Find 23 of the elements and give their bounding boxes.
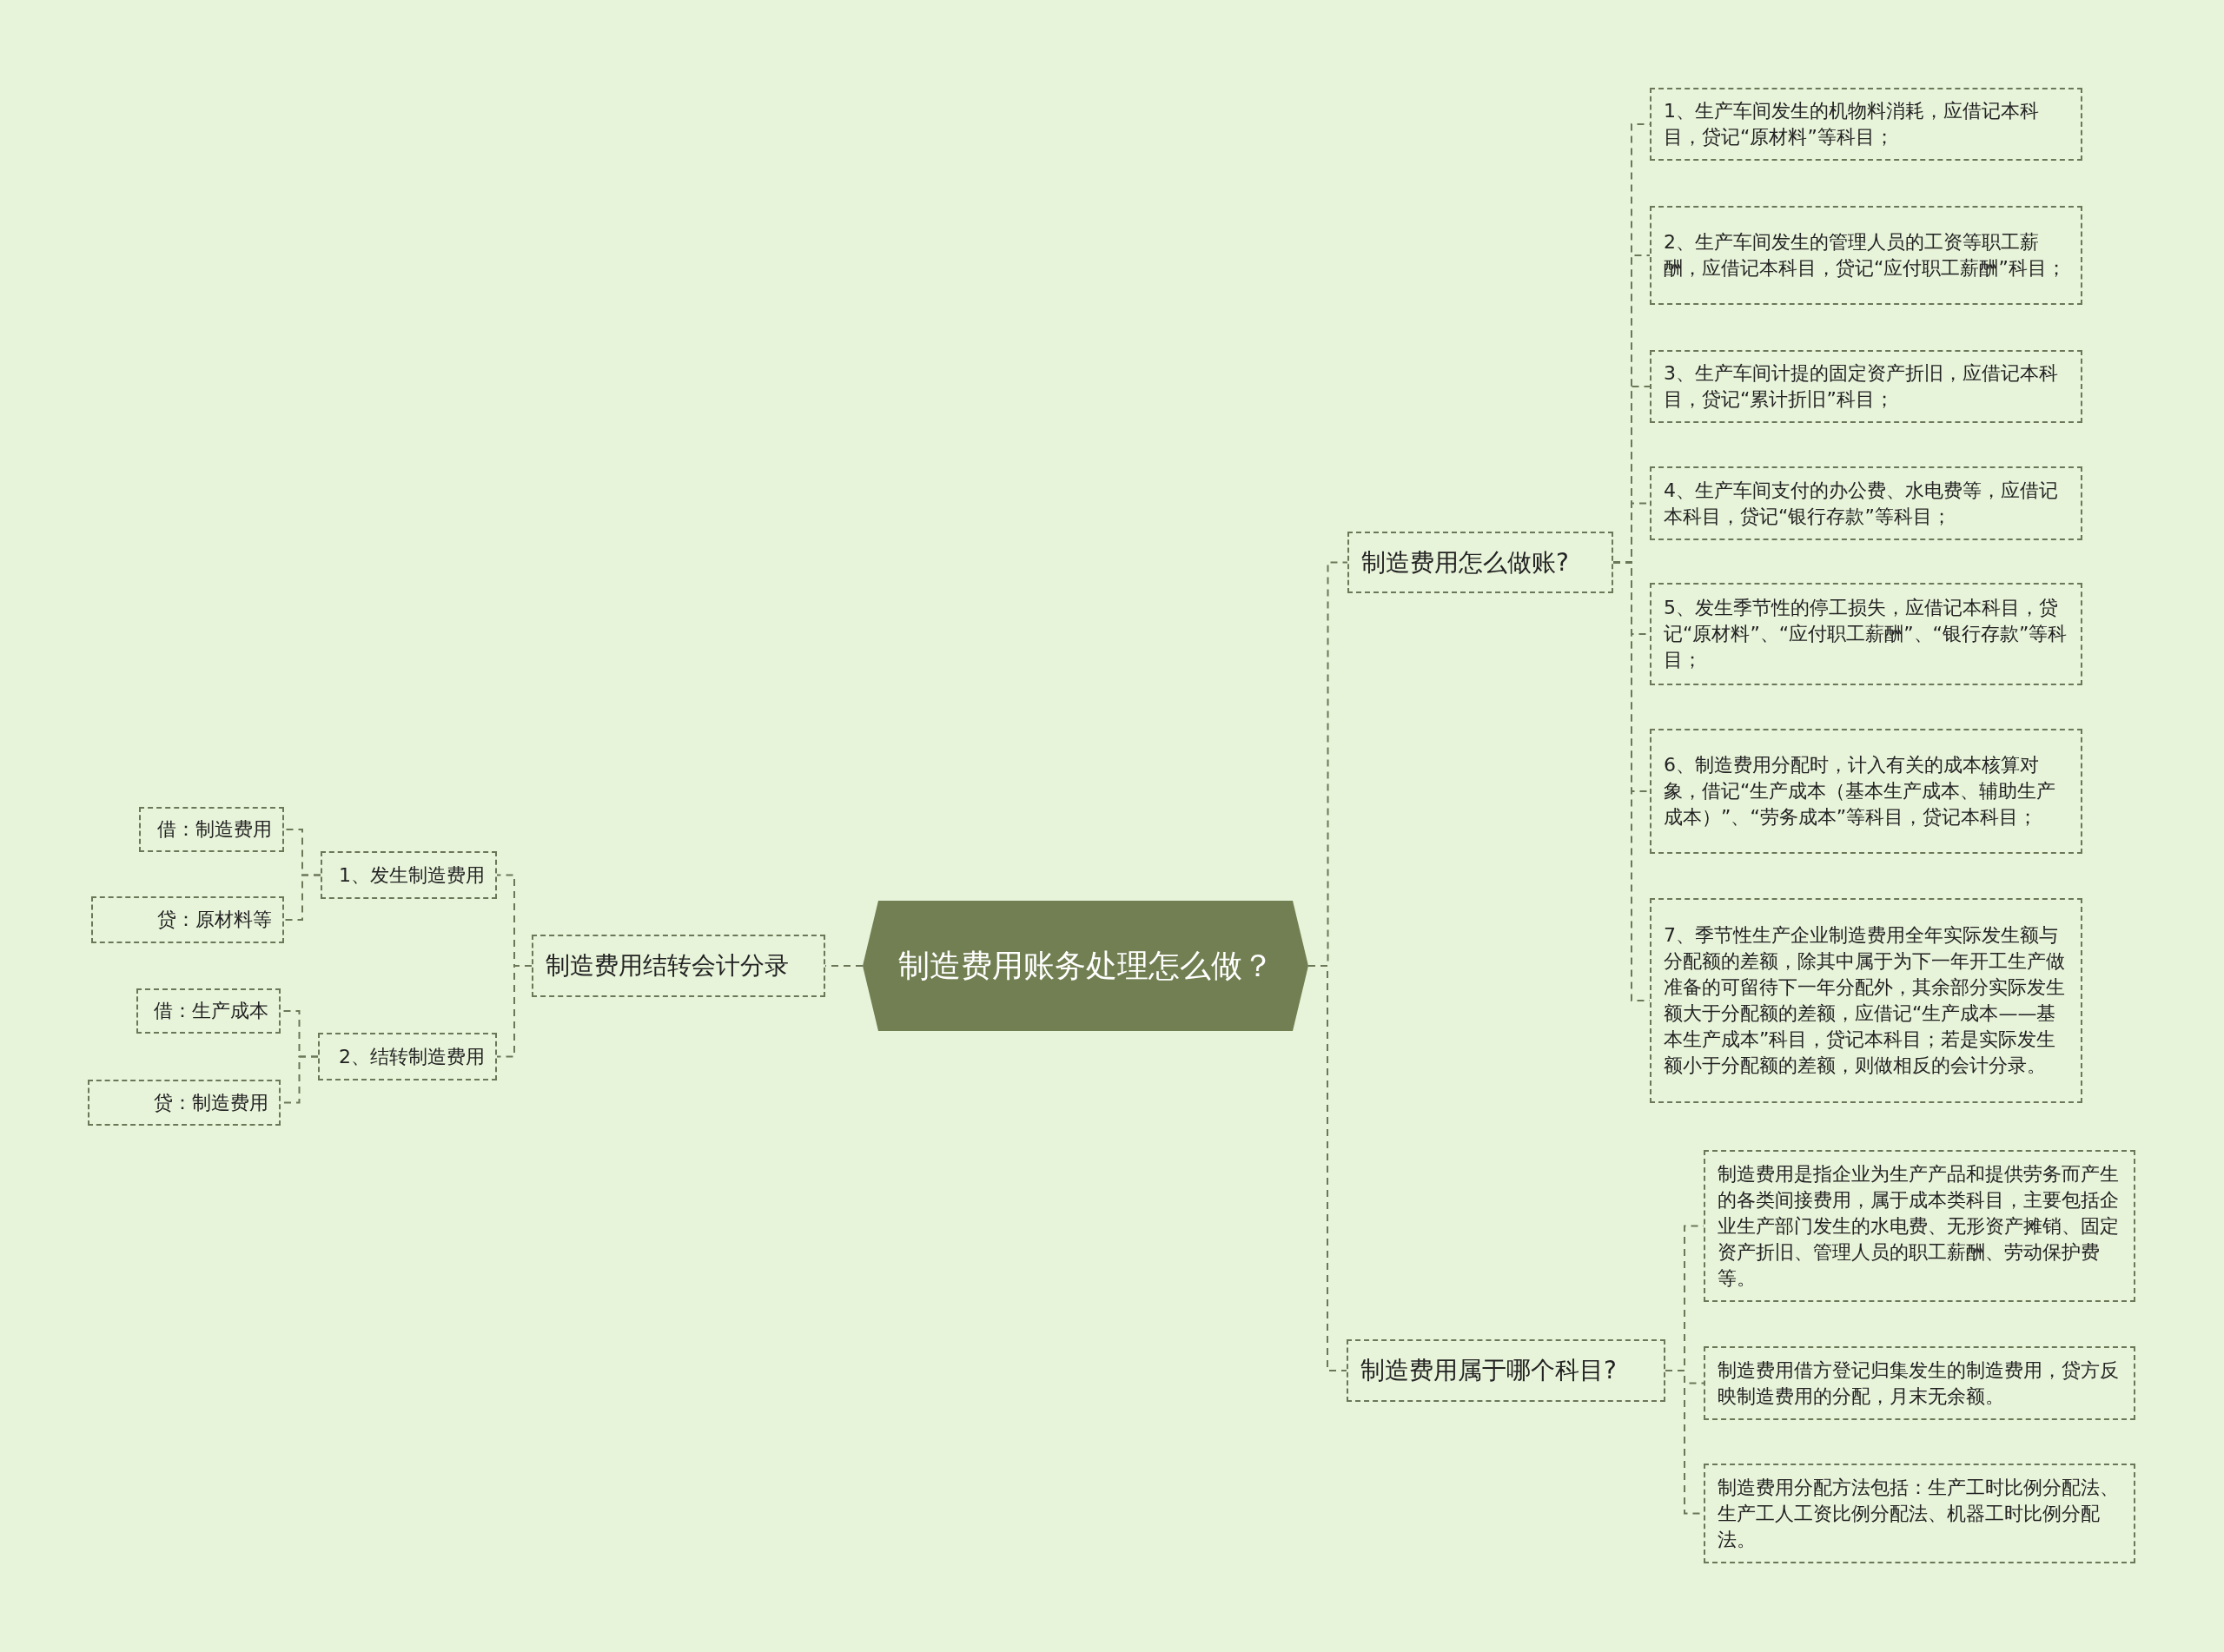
connector-line bbox=[824, 965, 864, 967]
entry-box: 2、结转制造费用 bbox=[318, 1033, 497, 1080]
entry-box: 借：生产成本 bbox=[136, 988, 281, 1034]
entry-box: 贷：制造费用 bbox=[88, 1080, 281, 1126]
note-box: 5、发生季节性的停工损失，应借记本科目，贷记“原材料”、“应付职工薪酬”、“银行存款”等科目； bbox=[1650, 583, 2082, 685]
entry-box: 贷：原材料等 bbox=[91, 896, 284, 943]
topic-box: 制造费用属于哪个科目? bbox=[1347, 1339, 1665, 1402]
topic-box: 制造费用结转会计分录 bbox=[532, 935, 825, 997]
entry-box: 1、发生制造费用 bbox=[321, 851, 497, 899]
central-topic-hexagon: 制造费用账务处理怎么做？ bbox=[863, 901, 1308, 1031]
connector-line bbox=[283, 874, 321, 921]
note-box: 3、生产车间计提的固定资产折旧，应借记本科目，贷记“累计折旧”科目； bbox=[1650, 350, 2082, 423]
topic-box: 制造费用怎么做账? bbox=[1347, 532, 1613, 593]
entry-box: 借：制造费用 bbox=[139, 807, 284, 852]
note-box: 1、生产车间发生的机物料消耗，应借记本科目，贷记“原材料”等科目； bbox=[1650, 88, 2082, 161]
note-box: 2、生产车间发生的管理人员的工资等职工薪酬，应借记本科目，贷记“应付职工薪酬”科目； bbox=[1650, 206, 2082, 305]
note-box: 制造费用分配方法包括：生产工时比例分配法、生产工人工资比例分配法、机器工时比例分配法。 bbox=[1704, 1464, 2135, 1563]
note-box: 6、制造费用分配时，计入有关的成本核算对象，借记“生产成本（基本生产成本、辅助生产成本）”、“劳务成本”等科目，贷记本科目； bbox=[1650, 729, 2082, 854]
note-box: 7、季节性生产企业制造费用全年实际发生额与分配额的差额，除其中属于为下一年开工生产做准备的可留待下一年分配外，其余部分实际发生额大于分配额的差额，应借记“生产成本——基本生产成本”科目，贷记本科目；若是实际发生额小于分配额的差额，则做相反的会计分录。 bbox=[1650, 898, 2082, 1103]
note-box: 制造费用是指企业为生产产品和提供劳务而产生的各类间接费用，属于成本类科目，主要包括企业生产部门发生的水电费、无形资产摊销、固定资产折旧、管理人员的职工薪酬、劳动保护费等。 bbox=[1704, 1150, 2135, 1302]
note-box: 4、生产车间支付的办公费、水电费等，应借记本科目，贷记“银行存款”等科目； bbox=[1650, 466, 2082, 540]
note-box: 制造费用借方登记归集发生的制造费用，贷方反映制造费用的分配，月末无余额。 bbox=[1704, 1346, 2135, 1420]
connector-line bbox=[496, 965, 533, 1058]
